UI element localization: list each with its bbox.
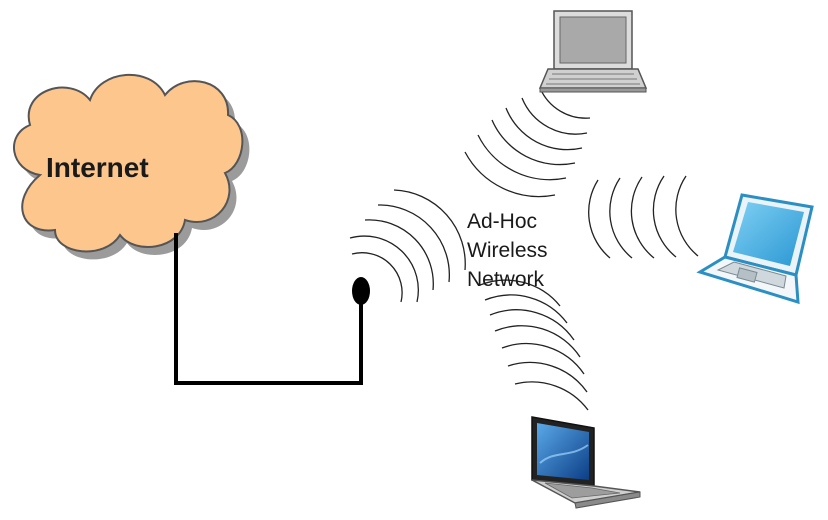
laptop-bottom-icon xyxy=(531,416,641,509)
laptop-top-icon xyxy=(538,10,648,93)
antenna-icon xyxy=(352,277,370,305)
bottom-laptop-waves xyxy=(479,279,589,411)
internet-cloud xyxy=(13,73,244,253)
network-label-line-2: Wireless xyxy=(467,239,548,262)
network-label-line-1: Ad-Hoc xyxy=(467,210,538,233)
laptop-right-icon xyxy=(696,193,814,305)
internet-label: Internet xyxy=(46,152,149,183)
cable xyxy=(174,233,363,385)
right-laptop-waves xyxy=(588,175,699,259)
antenna-waves xyxy=(349,189,466,303)
top-laptop-waves xyxy=(464,87,591,198)
network-label: Ad-Hoc Wireless Network xyxy=(467,207,587,294)
network-label-line-3: Network xyxy=(467,268,545,291)
